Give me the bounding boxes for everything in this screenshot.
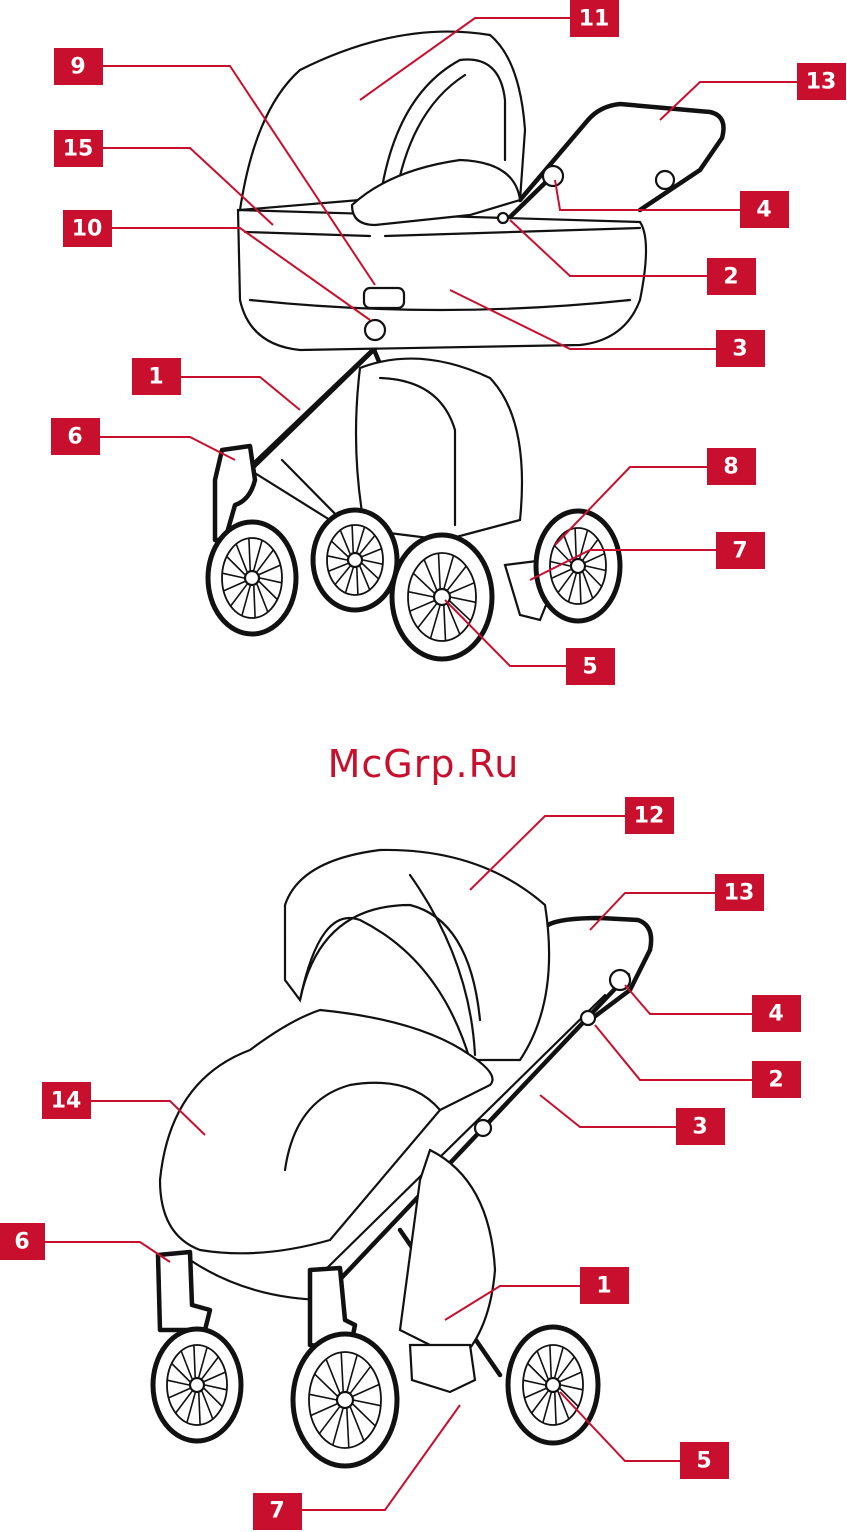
shopping-basket: [356, 359, 522, 540]
callout-label: 3: [676, 1108, 725, 1145]
svg-text:4: 4: [768, 1002, 783, 1027]
callout-label: 1: [580, 1267, 629, 1304]
svg-text:4: 4: [756, 198, 771, 223]
svg-text:7: 7: [732, 539, 747, 564]
handlebar: [520, 104, 724, 210]
adapter-joint: [365, 320, 385, 340]
svg-text:9: 9: [70, 55, 85, 80]
callout-label: 11: [570, 0, 619, 37]
svg-text:5: 5: [582, 655, 597, 680]
svg-text:7: 7: [269, 1499, 284, 1524]
top-wheel-front-left: [208, 522, 296, 634]
svg-text:10: 10: [72, 217, 103, 242]
callout-label: 9: [54, 48, 103, 85]
wheel-spoke: [575, 528, 576, 558]
svg-text:8: 8: [723, 455, 738, 480]
top-wheel-front-right: [313, 510, 397, 610]
callout-label: 13: [797, 63, 846, 100]
svg-text:6: 6: [14, 1230, 29, 1255]
svg-text:11: 11: [579, 7, 610, 32]
svg-text:14: 14: [51, 1089, 82, 1114]
callout-label: 7: [253, 1493, 302, 1530]
top-wheel-rear-left: [392, 535, 492, 659]
carrycot-body: [238, 210, 646, 350]
callout-label: 2: [707, 258, 756, 295]
wheel-spoke: [357, 568, 358, 595]
carry-handle: [364, 288, 404, 308]
callout-label: 4: [740, 191, 789, 228]
svg-text:15: 15: [63, 137, 94, 162]
callout-label: 4: [752, 995, 801, 1032]
svg-text:3: 3: [692, 1115, 707, 1140]
svg-text:5: 5: [696, 1449, 711, 1474]
callout-label: 1: [132, 358, 181, 395]
callout-label: 6: [51, 418, 100, 455]
handle-adjust-button: [656, 171, 674, 189]
callout-label: 15: [54, 130, 103, 167]
fold-joint: [581, 1011, 595, 1025]
rear-brake-pedal: [410, 1345, 475, 1392]
wheel-spoke: [352, 525, 353, 552]
svg-text:12: 12: [634, 804, 665, 829]
svg-text:3: 3: [732, 337, 747, 362]
callout-label: 7: [716, 532, 765, 569]
svg-text:1: 1: [148, 365, 163, 390]
bottom-wheel-rear-right: [508, 1327, 598, 1443]
watermark-text: McGrp.Ru: [0, 742, 847, 786]
callout-label: 14: [42, 1082, 91, 1119]
callout-label: 13: [715, 874, 764, 911]
callout-label: 12: [625, 797, 674, 834]
front-swivel-housing: [158, 1252, 210, 1330]
callout-label: 3: [716, 330, 765, 367]
adapter-joint: [475, 1120, 491, 1136]
wheel-spoke: [580, 574, 581, 604]
svg-text:6: 6: [67, 425, 82, 450]
bottom-wheel-front-right: [293, 1334, 397, 1466]
callout-label: 5: [680, 1442, 729, 1479]
fold-joint: [498, 213, 508, 223]
svg-text:13: 13: [806, 70, 837, 95]
callout-label: 10: [63, 210, 112, 247]
svg-text:13: 13: [724, 881, 755, 906]
callout-label: 8: [707, 448, 756, 485]
callout-label: 5: [566, 648, 615, 685]
callout-label: 2: [752, 1061, 801, 1098]
svg-text:1: 1: [596, 1274, 611, 1299]
bottom-wheel-front-left: [153, 1329, 241, 1441]
handle-button: [543, 166, 563, 186]
stroller-seat-illustration: [158, 850, 651, 1392]
top-wheel-rear-right: [536, 511, 620, 621]
svg-text:2: 2: [723, 265, 738, 290]
svg-text:2: 2: [768, 1068, 783, 1093]
callout-label: 6: [0, 1223, 45, 1260]
stroller-carrycot-illustration: [215, 32, 724, 620]
